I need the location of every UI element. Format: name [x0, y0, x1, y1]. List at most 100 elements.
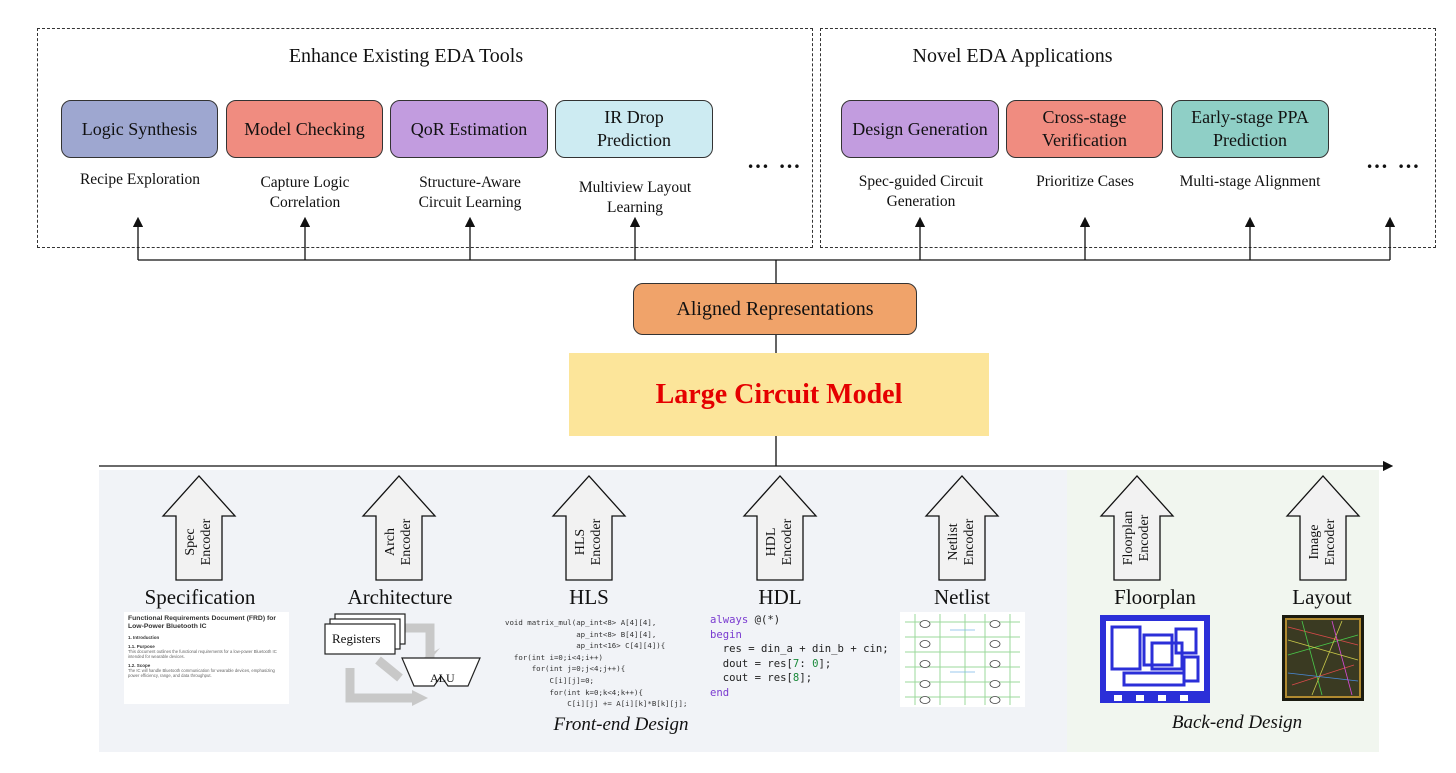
- code-line: void matrix_mul(ap_int<8> A[4][4],: [505, 618, 657, 627]
- code-line: for(int k=0;k<4;k++){: [505, 687, 643, 697]
- encoder-word: Encoder: [1137, 514, 1152, 562]
- code-text: ];: [799, 672, 813, 685]
- enhance-eda-group: [37, 28, 813, 248]
- code-number: 8: [792, 672, 800, 685]
- encoder-word: Encoder: [199, 518, 214, 566]
- enhance-eda-title: Enhance Existing EDA Tools: [288, 45, 524, 67]
- doc-paragraph: This document outlines the functional re…: [128, 649, 277, 659]
- code-line: always @(*): [710, 613, 889, 628]
- tool-label: Model Checking: [244, 118, 365, 139]
- code-line: begin: [710, 628, 742, 641]
- floorplan-encoder-arrow: [1099, 475, 1175, 581]
- hls-code-snippet: void matrix_mul(ap_int<8> A[4][4], ap_in…: [505, 617, 687, 710]
- registers-label: Registers: [332, 631, 380, 646]
- doc-subsection: 1.1. Purpose: [128, 644, 155, 649]
- code-number: 0: [812, 657, 819, 670]
- image-encoder-arrow: [1285, 475, 1361, 581]
- rep-floorplan: Floorplan: [1114, 585, 1196, 609]
- encoder-name: Floorplan: [1121, 510, 1136, 566]
- encoder-word: Encoder: [780, 518, 795, 566]
- hdl-encoder-arrow: [742, 475, 818, 581]
- model-label: Large Circuit Model: [655, 378, 903, 410]
- encoder-word: Encoder: [1323, 518, 1338, 566]
- rep-architecture: Architecture: [347, 585, 453, 609]
- tool-sub-capture-logic: Capture Logic Correlation: [260, 174, 350, 211]
- tool-sub-recipe-exploration: Recipe Exploration: [79, 171, 201, 188]
- encoder-word: Encoder: [589, 518, 604, 566]
- code-line: res = din_a + din_b + cin;: [710, 643, 889, 656]
- tool-cross-stage-verification: Cross-stage Verification: [1006, 100, 1163, 158]
- tool-sub-structure-aware: Structure-Aware Circuit Learning: [418, 174, 522, 211]
- tool-label: Logic Synthesis: [81, 118, 198, 139]
- tool-label: QoR Estimation: [410, 118, 528, 139]
- tool-ir-drop-prediction: IR Drop Prediction: [555, 100, 713, 158]
- code-line: C[i][j]=0;: [505, 675, 594, 685]
- tool-label: Cross-stage Verification: [1042, 107, 1127, 150]
- hdl-code-snippet: always @(*)begin res = din_a + din_b + c…: [710, 613, 889, 701]
- encoder-word: Encoder: [962, 518, 977, 566]
- architecture-illustration: Registers ALU: [324, 613, 481, 706]
- tool-sub-multiview-layout: Multiview Layout Learning: [578, 179, 692, 216]
- code-keyword: always: [710, 614, 749, 626]
- tool-qor-estimation: QoR Estimation: [390, 100, 548, 158]
- large-circuit-model: Large Circuit Model: [569, 353, 989, 436]
- code-number: 7: [792, 657, 800, 670]
- code-text: ];: [818, 657, 832, 670]
- code-line: end: [710, 686, 730, 699]
- doc-subsection: 1.2. Scope: [128, 663, 151, 668]
- encoder-name: Arch: [383, 528, 398, 556]
- front-end-design-label: Front-end Design: [553, 714, 689, 735]
- rep-hls: HLS: [569, 585, 609, 609]
- netlist-encoder-arrow: [924, 475, 1000, 581]
- tool-sub-spec-guided: Spec-guided Circuit Generation: [858, 173, 984, 210]
- alu-label: ALU: [430, 671, 455, 685]
- spec-document-thumbnail: Functional Requirements Document (FRD) f…: [124, 612, 289, 704]
- floorplan-illustration: [1100, 615, 1210, 703]
- netlist-illustration: [900, 612, 1025, 707]
- tool-design-generation: Design Generation: [841, 100, 999, 158]
- code-line: ap_int<16> C[4][4]){: [505, 641, 666, 651]
- rep-hdl: HDL: [758, 585, 802, 609]
- arch-encoder-arrow: [361, 475, 437, 581]
- tool-model-checking: Model Checking: [226, 100, 383, 158]
- hls-encoder-arrow: [551, 475, 627, 581]
- doc-section: 1. Introduction: [128, 635, 160, 640]
- aligned-label: Aligned Representations: [676, 297, 874, 320]
- encoder-name: HLS: [573, 528, 588, 556]
- tool-sub-multi-stage-alignment: Multi-stage Alignment: [1179, 173, 1321, 190]
- tool-label: IR Drop Prediction: [597, 107, 671, 150]
- tool-early-stage-ppa: Early-stage PPA Prediction: [1171, 100, 1329, 158]
- encoder-name: Image: [1307, 524, 1322, 560]
- enhance-ellipsis: … …: [747, 148, 803, 173]
- encoder-name: Spec: [183, 528, 198, 556]
- doc-heading: Functional Requirements Document (FRD) f…: [128, 615, 277, 630]
- code-text: @(*): [748, 614, 781, 626]
- code-line: dout = res[7: 0];: [710, 657, 889, 672]
- rep-layout: Layout: [1292, 585, 1352, 609]
- tool-label: Early-stage PPA Prediction: [1191, 107, 1309, 150]
- tool-sub-prioritize-cases: Prioritize Cases: [1036, 173, 1134, 190]
- code-line: cout = res[8];: [710, 671, 889, 686]
- layout-illustration: [1282, 615, 1364, 701]
- code-line: ap_int<8> B[4][4],: [505, 629, 657, 639]
- back-end-design-label: Back-end Design: [1171, 712, 1303, 733]
- tool-logic-synthesis: Logic Synthesis: [61, 100, 218, 158]
- code-text: :: [799, 657, 813, 670]
- aligned-representations: Aligned Representations: [633, 283, 917, 335]
- doc-paragraph: The IC will handle Bluetooth communicati…: [128, 668, 275, 678]
- rep-specification: Specification: [144, 585, 256, 609]
- code-text: dout = res[: [710, 657, 793, 670]
- novel-eda-title: Novel EDA Applications: [912, 45, 1113, 67]
- encoder-word: Encoder: [399, 518, 414, 566]
- rep-netlist: Netlist: [934, 585, 990, 609]
- code-line: for(int i=0;i<4;i++): [505, 652, 603, 662]
- code-line: for(int j=0;j<4;j++){: [505, 664, 626, 674]
- code-line: C[i][j] += A[i][k]*B[k][j];: [505, 699, 688, 709]
- tool-label: Design Generation: [852, 118, 988, 139]
- code-text: cout = res[: [710, 672, 793, 685]
